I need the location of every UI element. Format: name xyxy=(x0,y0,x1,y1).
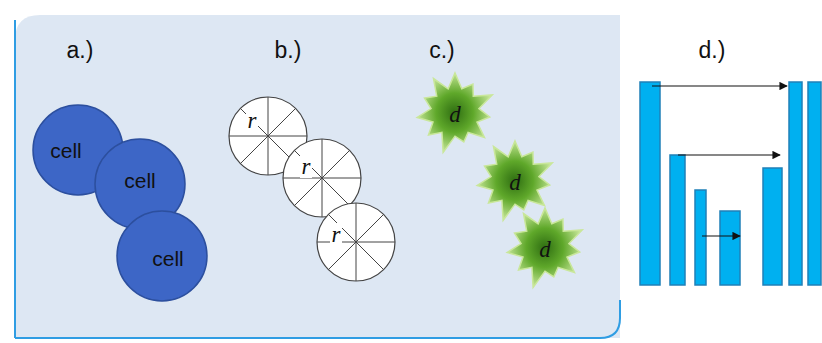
panel-label: d.) xyxy=(699,39,726,62)
unet-bar xyxy=(640,82,660,285)
burst-shape xyxy=(417,73,492,152)
sector-line xyxy=(294,150,349,205)
sector-circle: r xyxy=(316,202,396,282)
sector-line xyxy=(240,108,295,163)
unet-bar xyxy=(670,155,685,285)
wheel-rim xyxy=(317,203,395,281)
panel-border xyxy=(14,20,16,338)
panel-label: a.) xyxy=(67,39,94,62)
radius-label: r xyxy=(330,223,343,246)
distance-label: d xyxy=(509,171,521,194)
cell-label: cell xyxy=(50,140,82,161)
panel-label: b.) xyxy=(275,39,302,62)
skip-arrow xyxy=(678,154,780,155)
unet-bar xyxy=(763,168,782,285)
distance-label: d xyxy=(449,103,461,126)
skip-arrows xyxy=(652,86,787,236)
skip-arrow xyxy=(702,235,740,236)
cell-body xyxy=(117,211,207,301)
unet-bar xyxy=(789,82,802,285)
sector-circle-outline xyxy=(316,202,396,282)
unet-sketch xyxy=(640,82,821,285)
unet-bar xyxy=(695,190,706,285)
sector-line xyxy=(328,214,383,269)
unet-bar xyxy=(808,82,821,285)
cell-label: cell xyxy=(124,170,156,191)
radius-label: r xyxy=(246,109,259,132)
distance-label: d xyxy=(539,238,551,261)
radius-label: r xyxy=(300,155,313,178)
panel-label: c.) xyxy=(429,39,455,62)
burst-shape xyxy=(477,141,552,220)
cell-circle: cell xyxy=(116,210,208,302)
skip-arrow xyxy=(652,85,787,86)
panel-ground xyxy=(15,15,620,338)
cell-label: cell xyxy=(152,248,184,269)
star-burst: d xyxy=(505,207,585,287)
panel-border xyxy=(15,300,620,338)
burst-shape xyxy=(507,208,582,287)
star-burst: d xyxy=(415,72,495,152)
unet-bar xyxy=(720,211,740,285)
star-burst: d xyxy=(475,140,555,220)
